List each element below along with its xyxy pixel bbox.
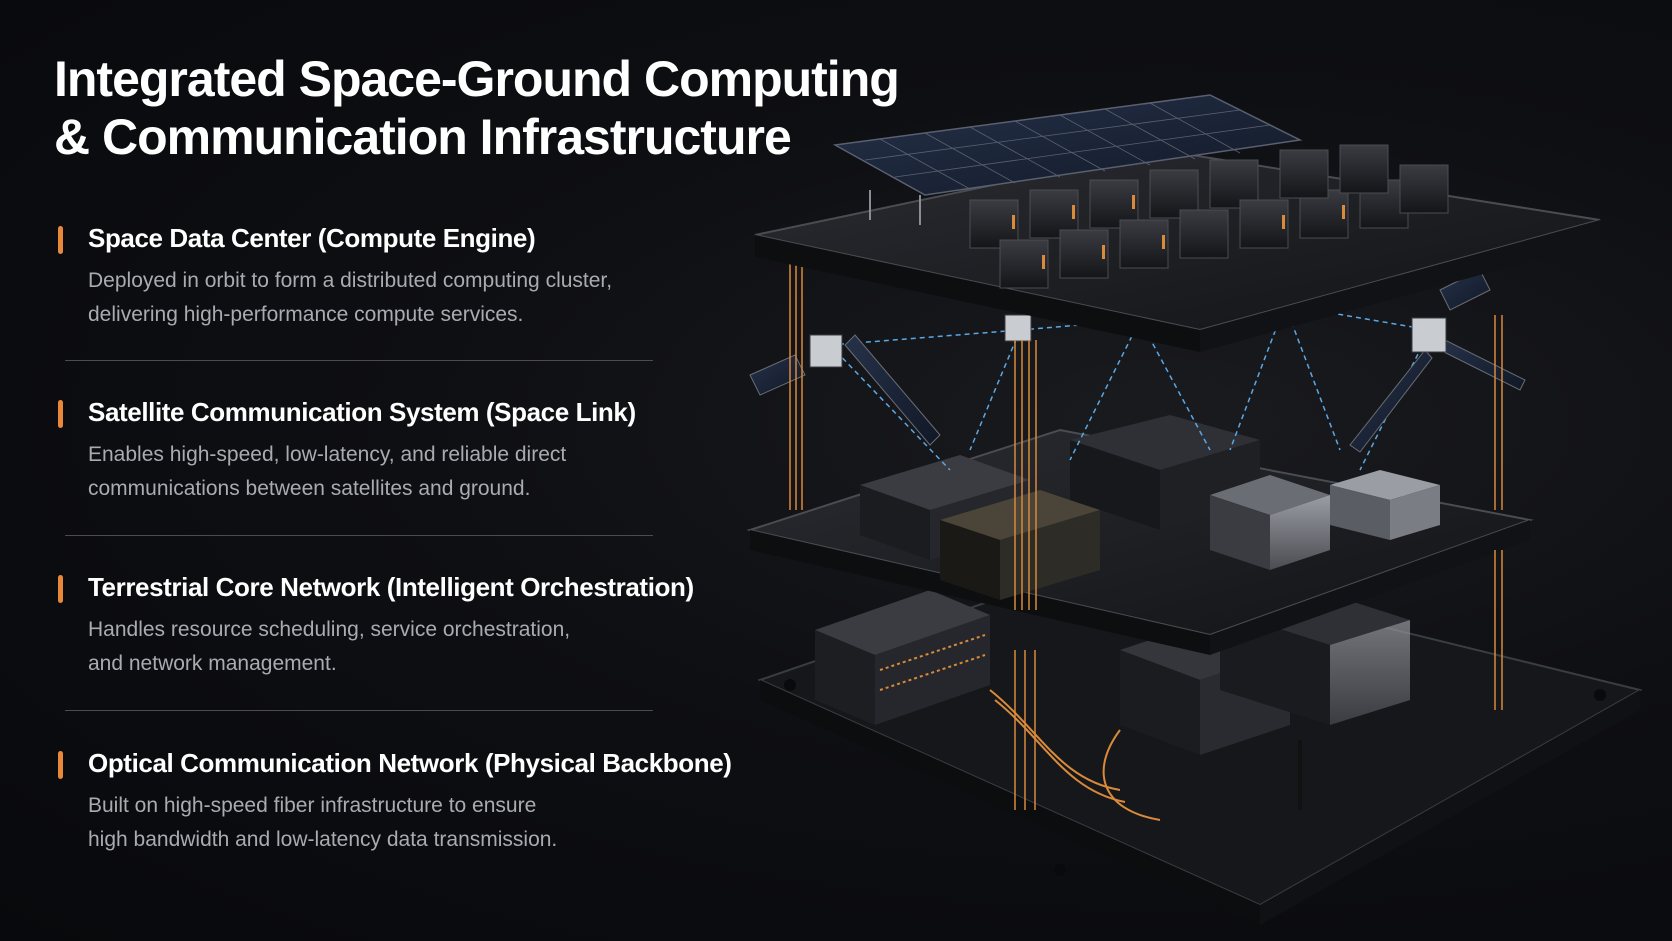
divider — [65, 710, 653, 711]
section-description: Handles resource scheduling, service orc… — [58, 613, 758, 681]
accent-bar — [58, 751, 63, 779]
server-unit-icon — [940, 490, 1100, 600]
terrestrial-core-network-platform — [746, 415, 1534, 655]
section-description: Enables high-speed, low-latency, and rel… — [58, 438, 758, 506]
status-led-icons — [1012, 195, 1345, 269]
section-heading: Satellite Communication System (Space Li… — [88, 397, 636, 427]
description-line: Handles resource scheduling, service orc… — [88, 618, 571, 641]
section-heading: Space Data Center (Compute Engine) — [88, 223, 536, 253]
description-line: Built on high-speed fiber infrastructure… — [88, 794, 537, 817]
accent-bar — [58, 400, 63, 428]
description-line: delivering high-performance compute serv… — [88, 303, 524, 326]
satellite-icon — [749, 334, 941, 446]
title-line-2: & Communication Infrastructure — [54, 109, 792, 165]
section-description: Built on high-speed fiber infrastructure… — [58, 789, 758, 857]
section-satellite-communication: Satellite Communication System (Space Li… — [58, 392, 758, 506]
description-line: communications between satellites and gr… — [88, 477, 531, 500]
accent-bar — [58, 575, 63, 603]
fiber-pillars — [789, 255, 1503, 810]
description-line: and network management. — [88, 652, 337, 675]
section-heading: Optical Communication Network (Physical … — [88, 748, 732, 778]
title-line-1: Integrated Space-Ground Computing — [54, 51, 900, 107]
section-terrestrial-core-network: Terrestrial Core Network (Intelligent Or… — [58, 567, 758, 681]
section-optical-communication: Optical Communication Network (Physical … — [58, 743, 758, 857]
divider — [65, 360, 653, 361]
satellite-icon — [1349, 269, 1526, 453]
optical-backbone-base — [757, 558, 1643, 925]
description-line: Deployed in orbit to form a distributed … — [88, 269, 613, 292]
infrastructure-stack-illustration — [746, 94, 1643, 925]
compute-module-icon — [969, 144, 1449, 289]
section-description: Deployed in orbit to form a distributed … — [58, 264, 758, 332]
satellite-icon — [1004, 314, 1032, 342]
page-title: Integrated Space-Ground Computing & Comm… — [54, 50, 900, 166]
solar-panel-icon — [832, 94, 1303, 225]
divider — [65, 535, 653, 536]
section-heading: Terrestrial Core Network (Intelligent Or… — [88, 572, 694, 602]
description-line: high bandwidth and low-latency data tran… — [88, 828, 558, 851]
space-data-center-platform — [754, 94, 1601, 352]
section-space-data-center: Space Data Center (Compute Engine) Deplo… — [58, 218, 758, 332]
accent-bar — [58, 226, 63, 254]
server-unit-icon — [1330, 470, 1440, 540]
description-line: Enables high-speed, low-latency, and rel… — [88, 443, 567, 466]
server-unit-icon — [1210, 475, 1330, 570]
server-rack-icon — [815, 590, 990, 725]
